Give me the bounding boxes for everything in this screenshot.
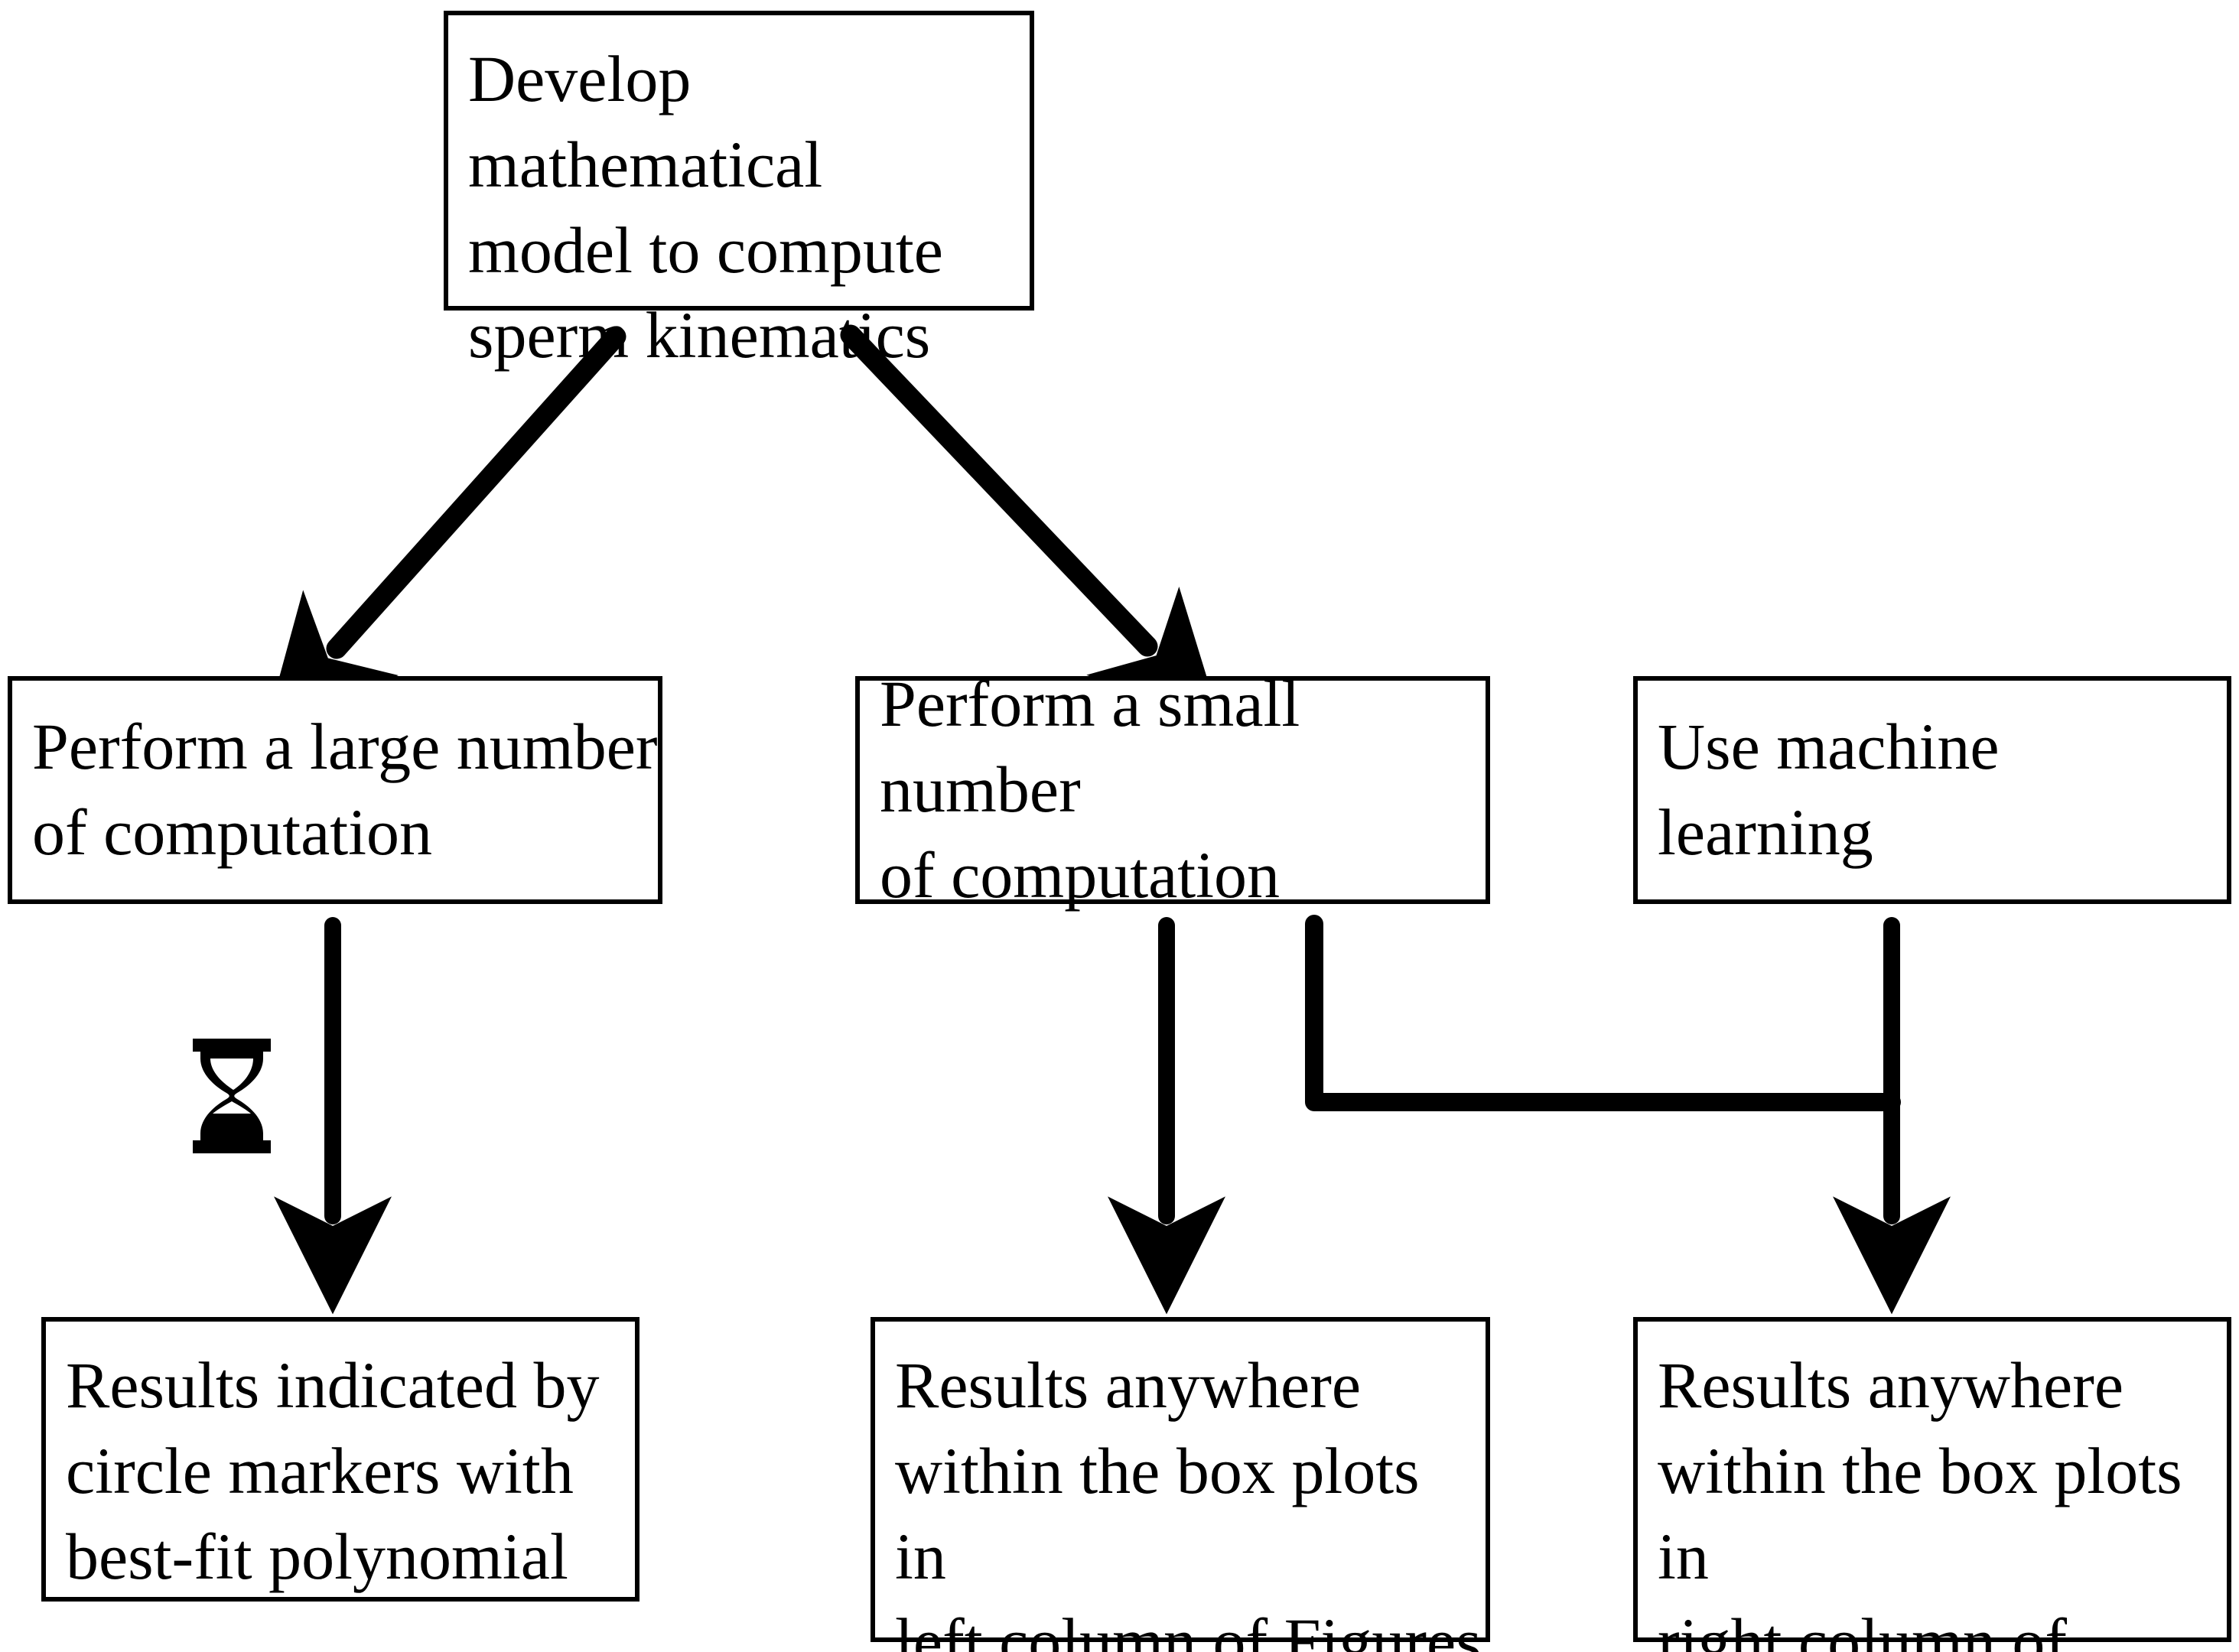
node-use-machine-learning[interactable]: Use machine learning (1633, 676, 2231, 904)
node-results-right-column[interactable]: Results anywhere within the box plots in… (1633, 1317, 2231, 1652)
node-perform-small-number-label: Perform a small number of computation (880, 667, 1300, 912)
node-perform-large-number[interactable]: Perform a large number of computation (8, 676, 662, 904)
node-results-circle-markers[interactable]: Results indicated by circle markers with… (41, 1317, 639, 1602)
node-develop-model[interactable]: Develop mathematical model to compute sp… (444, 11, 1034, 372)
node-results-left-column-label: Results anywhere within the box plots in… (895, 1348, 1482, 1652)
node-use-machine-learning-label: Use machine learning (1658, 710, 2000, 869)
hourglass-icon (193, 1039, 271, 1153)
node-results-left-column[interactable]: Results anywhere within the box plots in… (871, 1317, 1490, 1652)
edge-develop-to-large (265, 326, 626, 728)
edge-small-to-right (1305, 915, 1901, 1111)
node-develop-model-label: Develop mathematical model to compute sp… (468, 42, 943, 372)
node-perform-large-number-label: Perform a large number of computation (32, 710, 658, 869)
node-results-right-column-label: Results anywhere within the box plots in… (1658, 1348, 2182, 1652)
edge-develop-to-small (840, 324, 1222, 724)
node-perform-small-number[interactable]: Perform a small number of computation (855, 667, 1490, 912)
node-results-circle-markers-label: Results indicated by circle markers with… (66, 1348, 600, 1593)
